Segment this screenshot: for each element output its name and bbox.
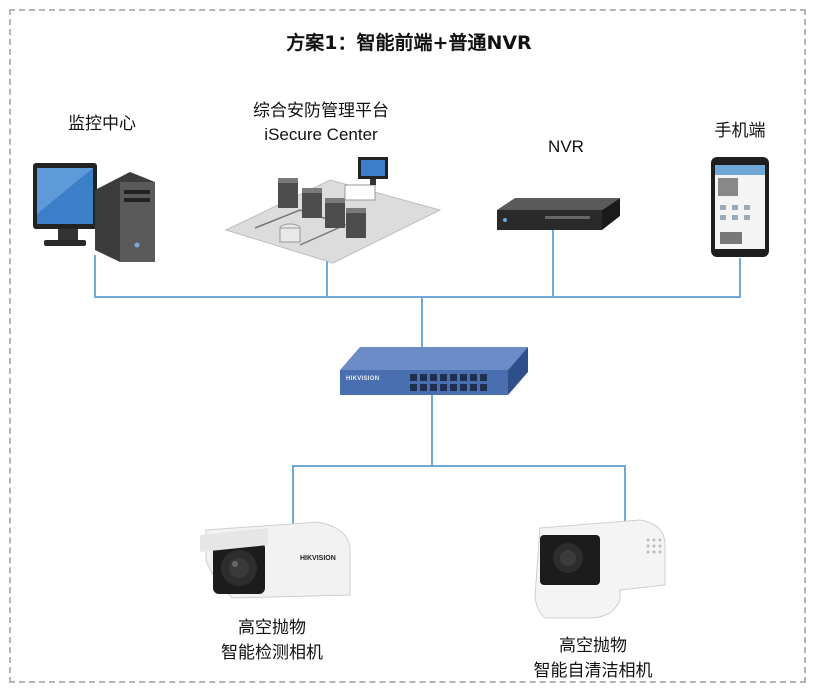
connection-lines bbox=[94, 230, 741, 545]
diagram-frame bbox=[9, 9, 806, 683]
camera-right-label-line1: 高空抛物 bbox=[559, 636, 627, 656]
camera-right-label-line2: 智能自清洁相机 bbox=[533, 661, 653, 681]
bullet-camera-icon bbox=[200, 521, 351, 599]
network-switch-icon bbox=[340, 347, 528, 395]
platform-label-line2: iSecure Center bbox=[264, 125, 378, 144]
link-mobile bbox=[422, 258, 741, 298]
nvr-label: NVR bbox=[548, 137, 584, 156]
desktop-computer-icon bbox=[33, 163, 155, 262]
monitor-center-label: 监控中心 bbox=[68, 114, 136, 134]
camera-left-label-line2: 智能检测相机 bbox=[221, 643, 323, 663]
mobile-label: 手机端 bbox=[714, 121, 766, 141]
camera-left-label-line1: 高空抛物 bbox=[238, 618, 306, 638]
camera-brand-text: HIKVISION bbox=[300, 555, 336, 562]
server-platform-icon bbox=[224, 157, 442, 264]
link-camera-left bbox=[292, 465, 432, 545]
link-monitor-center bbox=[94, 255, 422, 298]
platform-label-line1: 综合安防管理平台 bbox=[253, 101, 389, 121]
switch-brand-text: HIKVISION bbox=[346, 376, 380, 382]
self-cleaning-camera-icon bbox=[534, 519, 666, 619]
nvr-device-icon bbox=[497, 198, 620, 230]
link-camera-right bbox=[432, 465, 626, 525]
diagram-title: 方案1：智能前端+普通NVR bbox=[286, 32, 532, 54]
mobile-phone-icon bbox=[711, 157, 769, 257]
